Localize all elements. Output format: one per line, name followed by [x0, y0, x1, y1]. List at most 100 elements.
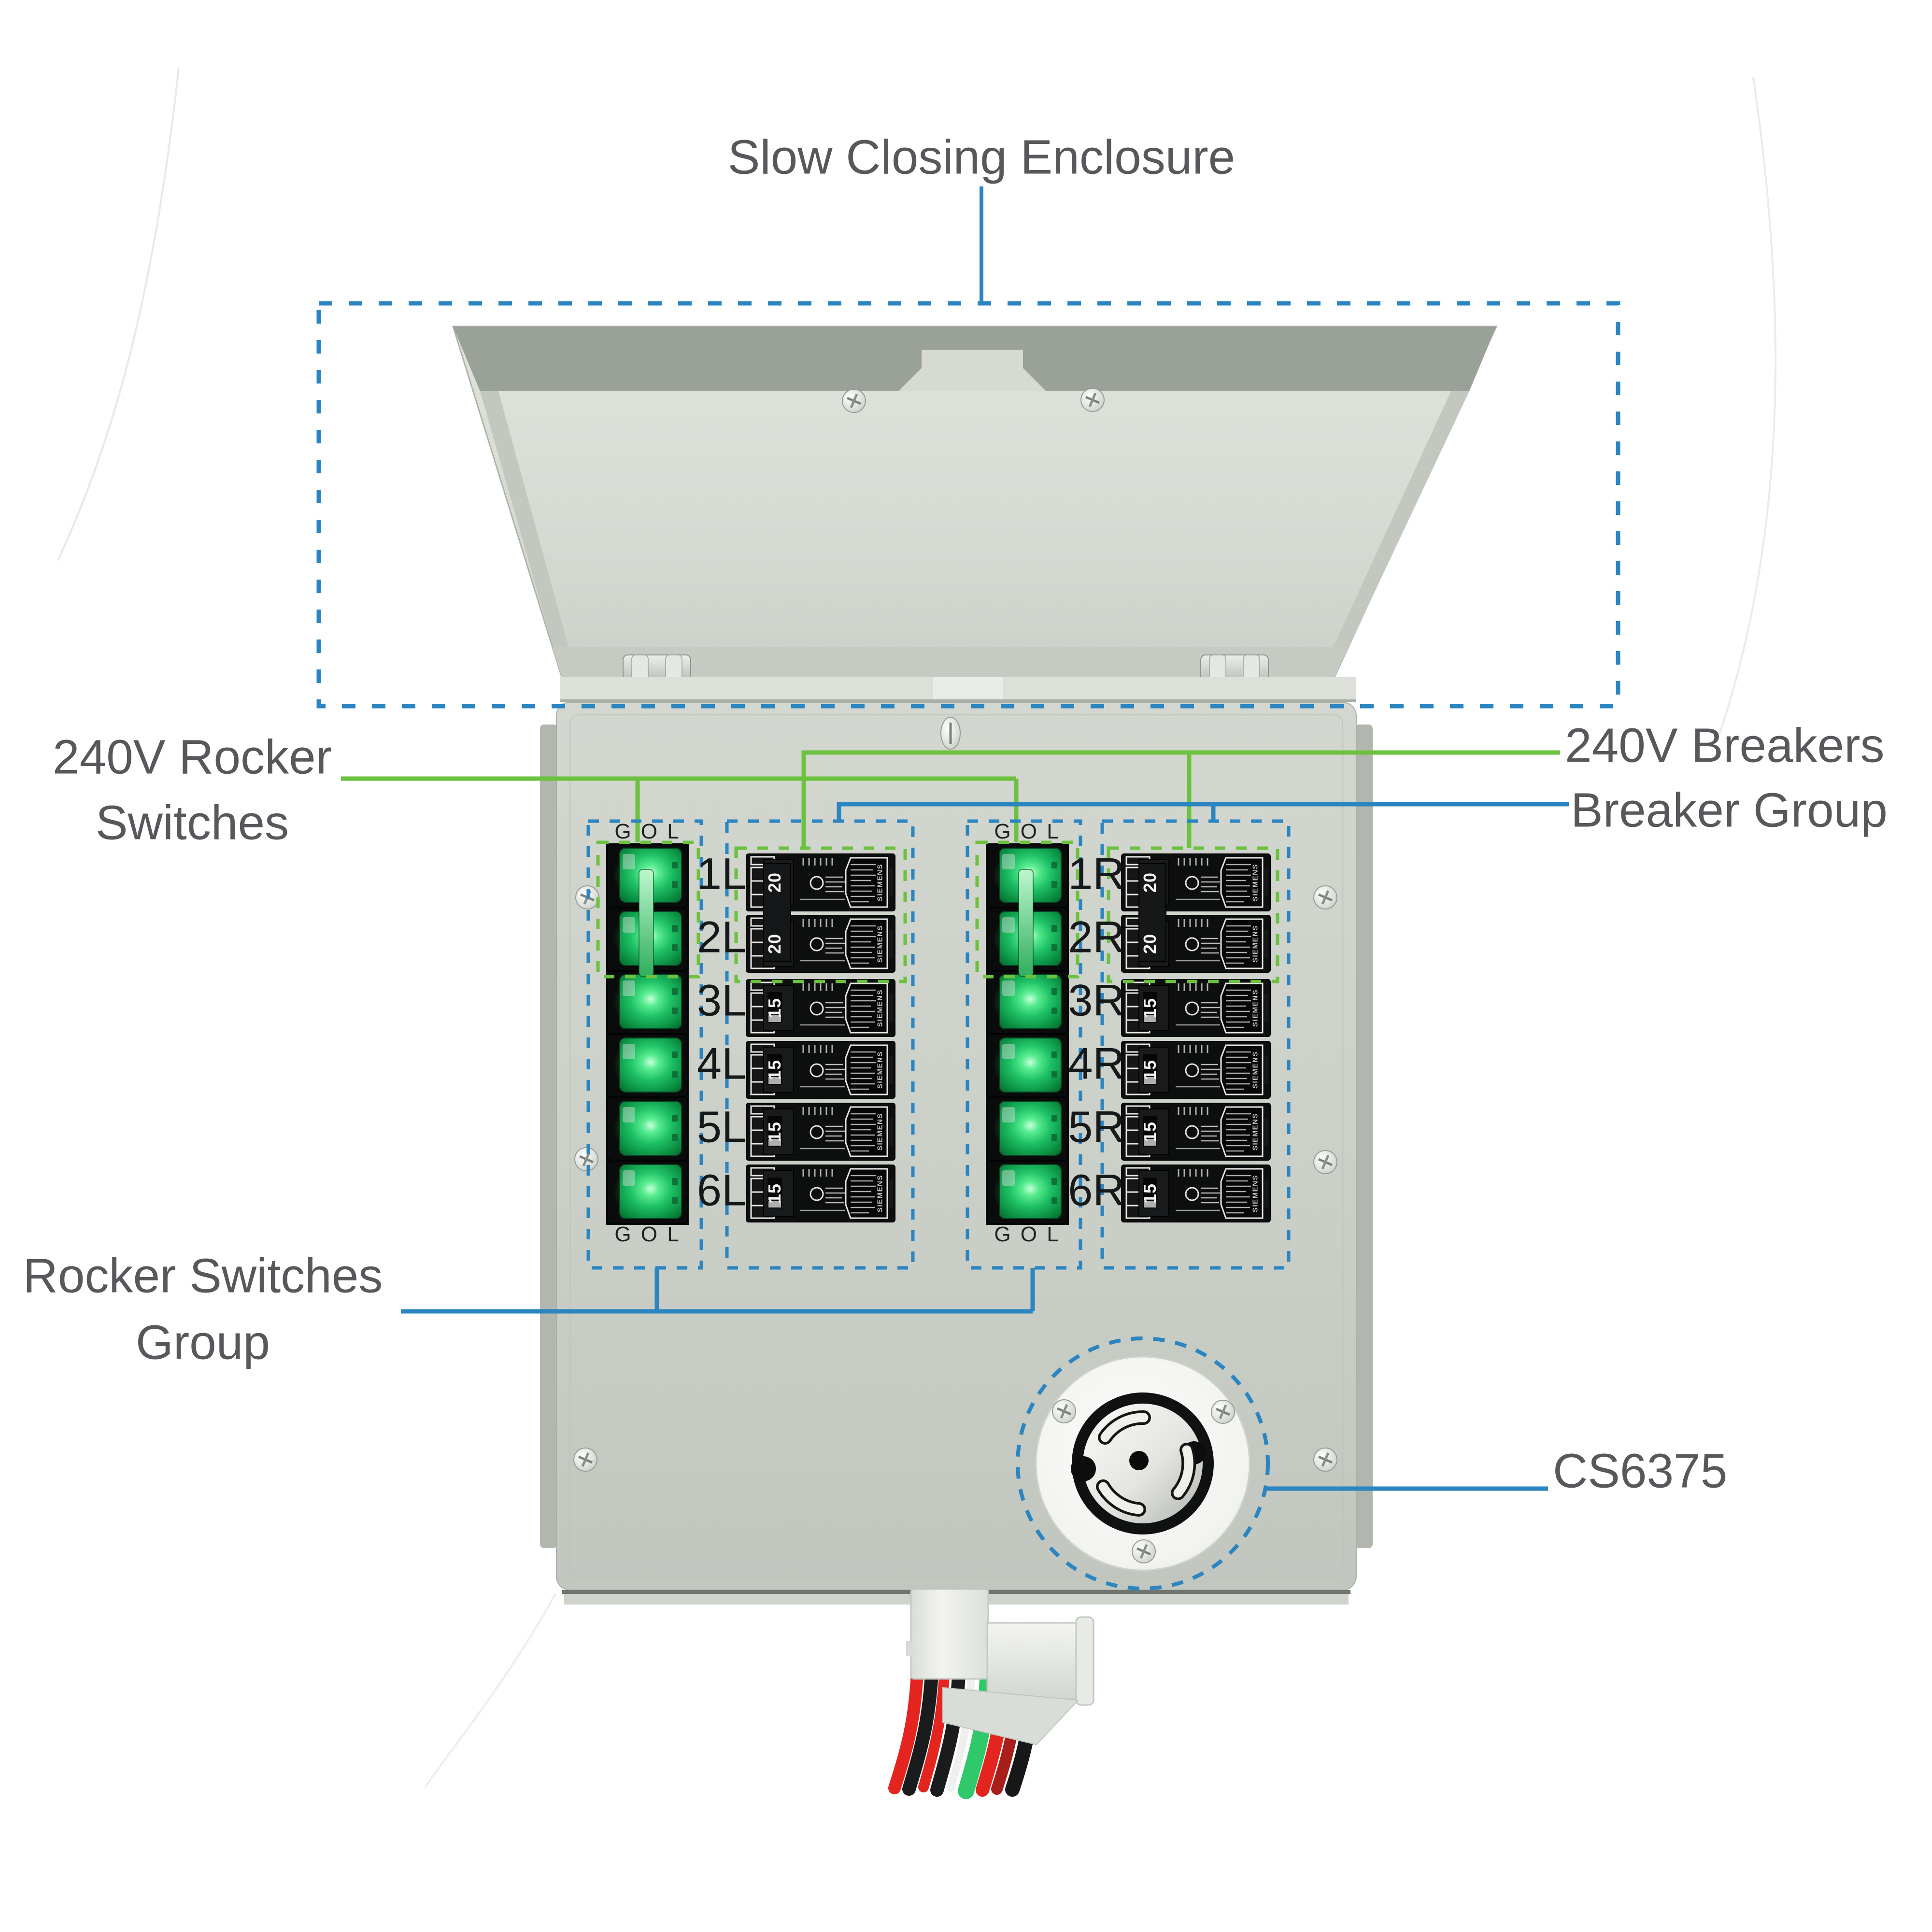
rocker-tie-bar	[1018, 869, 1034, 977]
gol-label-top-left: G O L	[614, 820, 681, 843]
lid-right-wall	[1318, 391, 1469, 680]
panel-screw	[1314, 886, 1337, 909]
box-latch-plate	[933, 677, 1003, 700]
conduit-flange	[1075, 1616, 1094, 1706]
rocker-switch-5r	[987, 1097, 1068, 1161]
inlet-screw	[1211, 1400, 1235, 1423]
breaker-group-box-left	[725, 819, 915, 1270]
lid-latch-notch	[898, 350, 1046, 391]
row-label-4l: 4L	[696, 1039, 747, 1089]
breaker-amp-5l: 15	[765, 1121, 784, 1142]
rocker-switch-column-right	[986, 843, 1069, 1225]
panel-screw	[1314, 1448, 1337, 1471]
row-label-3l: 3L	[696, 976, 747, 1025]
breaker-amp-3r: 15	[1140, 997, 1160, 1019]
lid-screw	[842, 389, 866, 412]
breaker-240v-box-right	[1107, 846, 1279, 983]
breaker-amp-2l: 20	[765, 933, 784, 954]
breaker-brand: SIEMENS	[876, 1051, 884, 1089]
breaker-brand: SIEMENS	[1251, 924, 1260, 963]
row-label-5l: 5L	[696, 1102, 747, 1152]
breaker-amp-4l: 15	[765, 1059, 784, 1080]
box-lip-edge	[560, 699, 1356, 702]
rocker-group-label-line2: Group	[136, 1315, 270, 1370]
breaker-brand: SIEMENS	[1251, 863, 1260, 902]
row-label-3r: 3R	[1068, 976, 1125, 1025]
row-label-6l: 6L	[696, 1165, 747, 1215]
rocker-switches-label-line2: Switches	[95, 796, 289, 850]
rocker-switch-6r	[987, 1161, 1068, 1224]
gol-label-bottom-left: G O L	[614, 1222, 681, 1246]
breaker-brand: SIEMENS	[1251, 1174, 1260, 1213]
wire-red	[918, 1659, 950, 1792]
box-right-wall	[1355, 724, 1373, 1548]
gol-label-top-right: G O L	[994, 820, 1061, 843]
breaker-brand: SIEMENS	[876, 1112, 884, 1151]
rocker-switch-5l	[607, 1097, 688, 1161]
cs6375-label: CS6375	[1553, 1444, 1728, 1498]
inlet-blades	[1096, 1410, 1196, 1517]
row-label-6r: 6R	[1068, 1165, 1125, 1215]
breaker-handle-tie	[1138, 863, 1166, 962]
conduit-elbow	[986, 1622, 1080, 1700]
row-label-1l: 1L	[696, 849, 747, 899]
rocker-switch-column-left	[606, 843, 689, 1225]
panel-recess-line	[569, 714, 1344, 1578]
breaker-amp-1l: 20	[765, 872, 784, 893]
breaker-amp-6l: 15	[765, 1183, 784, 1204]
enclosure-label: Slow Closing Enclosure	[727, 130, 1236, 185]
inlet-screw	[1132, 1540, 1155, 1563]
lid-screw	[1081, 388, 1104, 412]
row-label-5r: 5R	[1068, 1102, 1125, 1152]
breaker-brand: SIEMENS	[876, 863, 884, 902]
rocker-switch-3l	[607, 971, 688, 1034]
gol-label-bottom-right: G O L	[994, 1222, 1061, 1246]
panel-screw	[574, 1448, 597, 1471]
breaker-amp-2r: 20	[1140, 933, 1160, 954]
conduit-tube	[910, 1588, 989, 1680]
breaker-brand: SIEMENS	[876, 989, 884, 1027]
wire-white	[947, 1662, 976, 1792]
rocker-240v-box-right	[975, 840, 1080, 979]
breaker-group-leader	[837, 802, 1569, 821]
inlet-center-hole	[1129, 1451, 1149, 1470]
breaker-amp-4r: 15	[1140, 1059, 1160, 1080]
breaker-brand: SIEMENS	[1251, 1112, 1260, 1151]
power-inlet	[1035, 1356, 1250, 1571]
panel-screw	[1314, 1151, 1337, 1174]
breaker-brand: SIEMENS	[1251, 989, 1260, 1027]
wire-black	[930, 1657, 966, 1797]
backdrop-curves	[57, 67, 1776, 1788]
lid-left-wall	[480, 391, 578, 680]
rocker-group-leader	[401, 1268, 1035, 1314]
inlet-callout-circle	[1016, 1336, 1270, 1591]
breaker-brand: SIEMENS	[876, 1174, 884, 1213]
row-label-2l: 2L	[696, 912, 747, 962]
breaker-brand: SIEMENS	[1251, 1051, 1260, 1089]
row-label-2r: 2R	[1068, 912, 1125, 962]
breaker-handle-tie	[763, 863, 791, 962]
breaker-amp-6r: 15	[1140, 1183, 1160, 1204]
box-left-wall	[540, 724, 557, 1548]
enclosure-lid	[452, 326, 1498, 681]
conduit	[906, 1588, 1094, 1746]
rocker-switch-3r	[987, 971, 1068, 1034]
inlet-screw	[1052, 1400, 1076, 1423]
rocker-switches-label-line1: 240V Rocker	[52, 730, 332, 784]
row-label-1r: 1R	[1068, 849, 1125, 899]
conduit-plate	[942, 1687, 1080, 1746]
breaker-column-left	[745, 853, 896, 1223]
breaker-240v-box-left	[734, 846, 907, 983]
breaker-brand: SIEMENS	[876, 924, 884, 963]
rocker-group-box-left	[586, 819, 703, 1270]
breaker-group-box-right	[1100, 819, 1291, 1270]
conduit-tab	[906, 1641, 912, 1656]
rocker-240v-box-left	[596, 840, 700, 979]
inlet-slot	[1071, 1456, 1096, 1481]
rocker-group-box-right	[966, 819, 1082, 1270]
row-label-4r: 4R	[1068, 1039, 1125, 1089]
breakers-240v-label: 240V Breakers	[1565, 718, 1885, 773]
rocker-switch-4r	[987, 1034, 1068, 1097]
